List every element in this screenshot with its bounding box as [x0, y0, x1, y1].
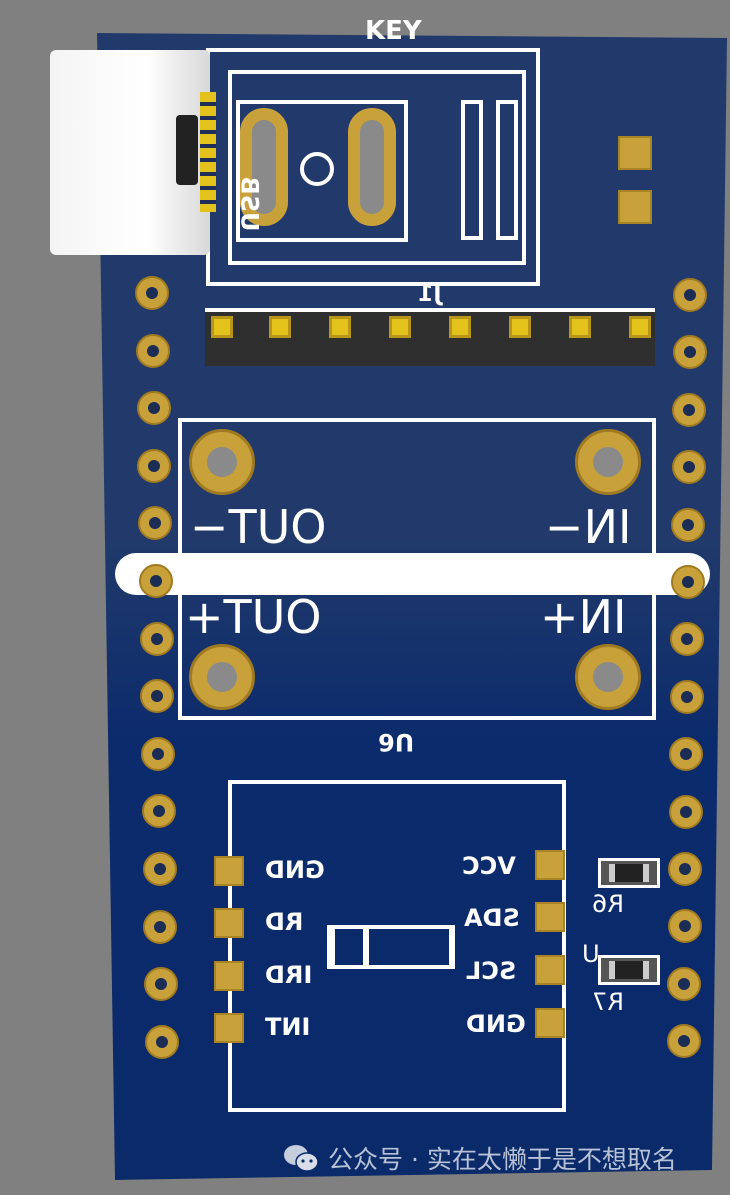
- through-hole-pin: [140, 679, 175, 714]
- int-label: INT: [265, 1013, 311, 1041]
- in-minus-pad: [575, 429, 641, 495]
- header-pin: [509, 316, 531, 338]
- header-pin: [629, 316, 651, 338]
- through-hole-pin: [667, 966, 702, 1001]
- vcc-label: VCC: [462, 852, 516, 880]
- through-hole-pin: [671, 450, 706, 485]
- through-hole-pin: [145, 1024, 179, 1059]
- r7-label: R7: [592, 988, 624, 1016]
- key-mark: [496, 100, 518, 240]
- gnd-pad: [214, 856, 244, 886]
- watermark-text: 公众号 · 实在太懒于是不想取名: [328, 1145, 677, 1174]
- cutout-bar: [115, 553, 710, 595]
- int-pad: [214, 1013, 244, 1043]
- through-hole-pin: [136, 391, 171, 426]
- sda-label: SDA: [464, 904, 520, 932]
- key-circle: [300, 152, 334, 186]
- gnd2-label: GND: [466, 1010, 526, 1038]
- rd-label: RD: [265, 908, 304, 936]
- header-pin: [269, 316, 291, 338]
- key-mark: [461, 100, 483, 240]
- ird-label: IRD: [265, 961, 313, 989]
- test-pad: [618, 136, 652, 170]
- test-pad: [618, 190, 652, 224]
- sda-pad: [535, 902, 565, 932]
- through-hole-pin: [669, 679, 704, 714]
- through-hole-pin: [141, 736, 176, 771]
- through-hole-pin: [135, 333, 170, 368]
- gnd2-pad: [535, 1008, 565, 1038]
- through-hole-pin: [141, 794, 176, 829]
- through-hole-pin: [138, 564, 173, 598]
- through-hole-pin: [669, 737, 704, 772]
- through-hole-pin: [139, 621, 174, 656]
- sensor-module-outline: [228, 780, 566, 1112]
- in-minus-label: IN−: [545, 500, 632, 554]
- scl-pad: [535, 955, 565, 985]
- through-hole-pin: [137, 448, 172, 483]
- j1-label: J1: [418, 282, 442, 307]
- wechat-icon: [284, 1145, 319, 1172]
- vcc-pad: [535, 850, 565, 880]
- through-hole-pin: [673, 278, 707, 312]
- header-pin: [389, 316, 411, 338]
- through-hole-pin: [667, 1024, 701, 1059]
- watermark: 公众号 · 实在太懒于是不想取名: [282, 1140, 677, 1176]
- usb-pins: [200, 92, 216, 212]
- ird-pad: [214, 961, 244, 991]
- through-hole-pin: [143, 909, 178, 944]
- usb-label: USB: [235, 176, 264, 232]
- slot-pad: [240, 108, 288, 226]
- usb-c-port: [176, 115, 198, 185]
- out-plus-label: OUT+: [185, 590, 322, 644]
- r7-resistor: [598, 955, 660, 985]
- header-pin: [569, 316, 591, 338]
- through-hole-pin: [672, 392, 707, 427]
- key-body: [236, 100, 408, 242]
- through-hole-pin: [668, 794, 703, 829]
- header-pin: [329, 316, 351, 338]
- through-hole-pin: [671, 507, 706, 542]
- out-plus-pad: [189, 644, 255, 710]
- through-hole-pin: [670, 622, 705, 657]
- header-pin: [211, 316, 233, 338]
- key-inner-outline: [228, 70, 526, 265]
- through-hole-pin: [672, 335, 707, 370]
- in-plus-label: IN+: [540, 590, 627, 644]
- switch-outline: [327, 925, 455, 969]
- header-pin: [449, 316, 471, 338]
- out-minus-label: OUT−: [190, 500, 327, 554]
- r6-label: R6: [592, 890, 624, 918]
- u6-label: U6: [378, 728, 415, 756]
- scl-label: SCL: [466, 957, 517, 985]
- through-hole-pin: [668, 852, 703, 886]
- gnd-label: GND: [265, 856, 325, 884]
- u-partial-label: U: [582, 940, 600, 968]
- slot-pad: [348, 108, 396, 226]
- through-hole-pin: [138, 506, 173, 541]
- in-plus-pad: [575, 644, 641, 710]
- through-hole-pin: [135, 276, 169, 310]
- through-hole-pin: [142, 852, 177, 886]
- key-label: KEY: [365, 16, 422, 46]
- out-minus-pad: [189, 429, 255, 495]
- through-hole-pin: [144, 967, 179, 1002]
- through-hole-pin: [670, 565, 705, 599]
- r6-resistor: [598, 858, 660, 888]
- through-hole-pin: [667, 909, 702, 944]
- rd-pad: [214, 908, 244, 938]
